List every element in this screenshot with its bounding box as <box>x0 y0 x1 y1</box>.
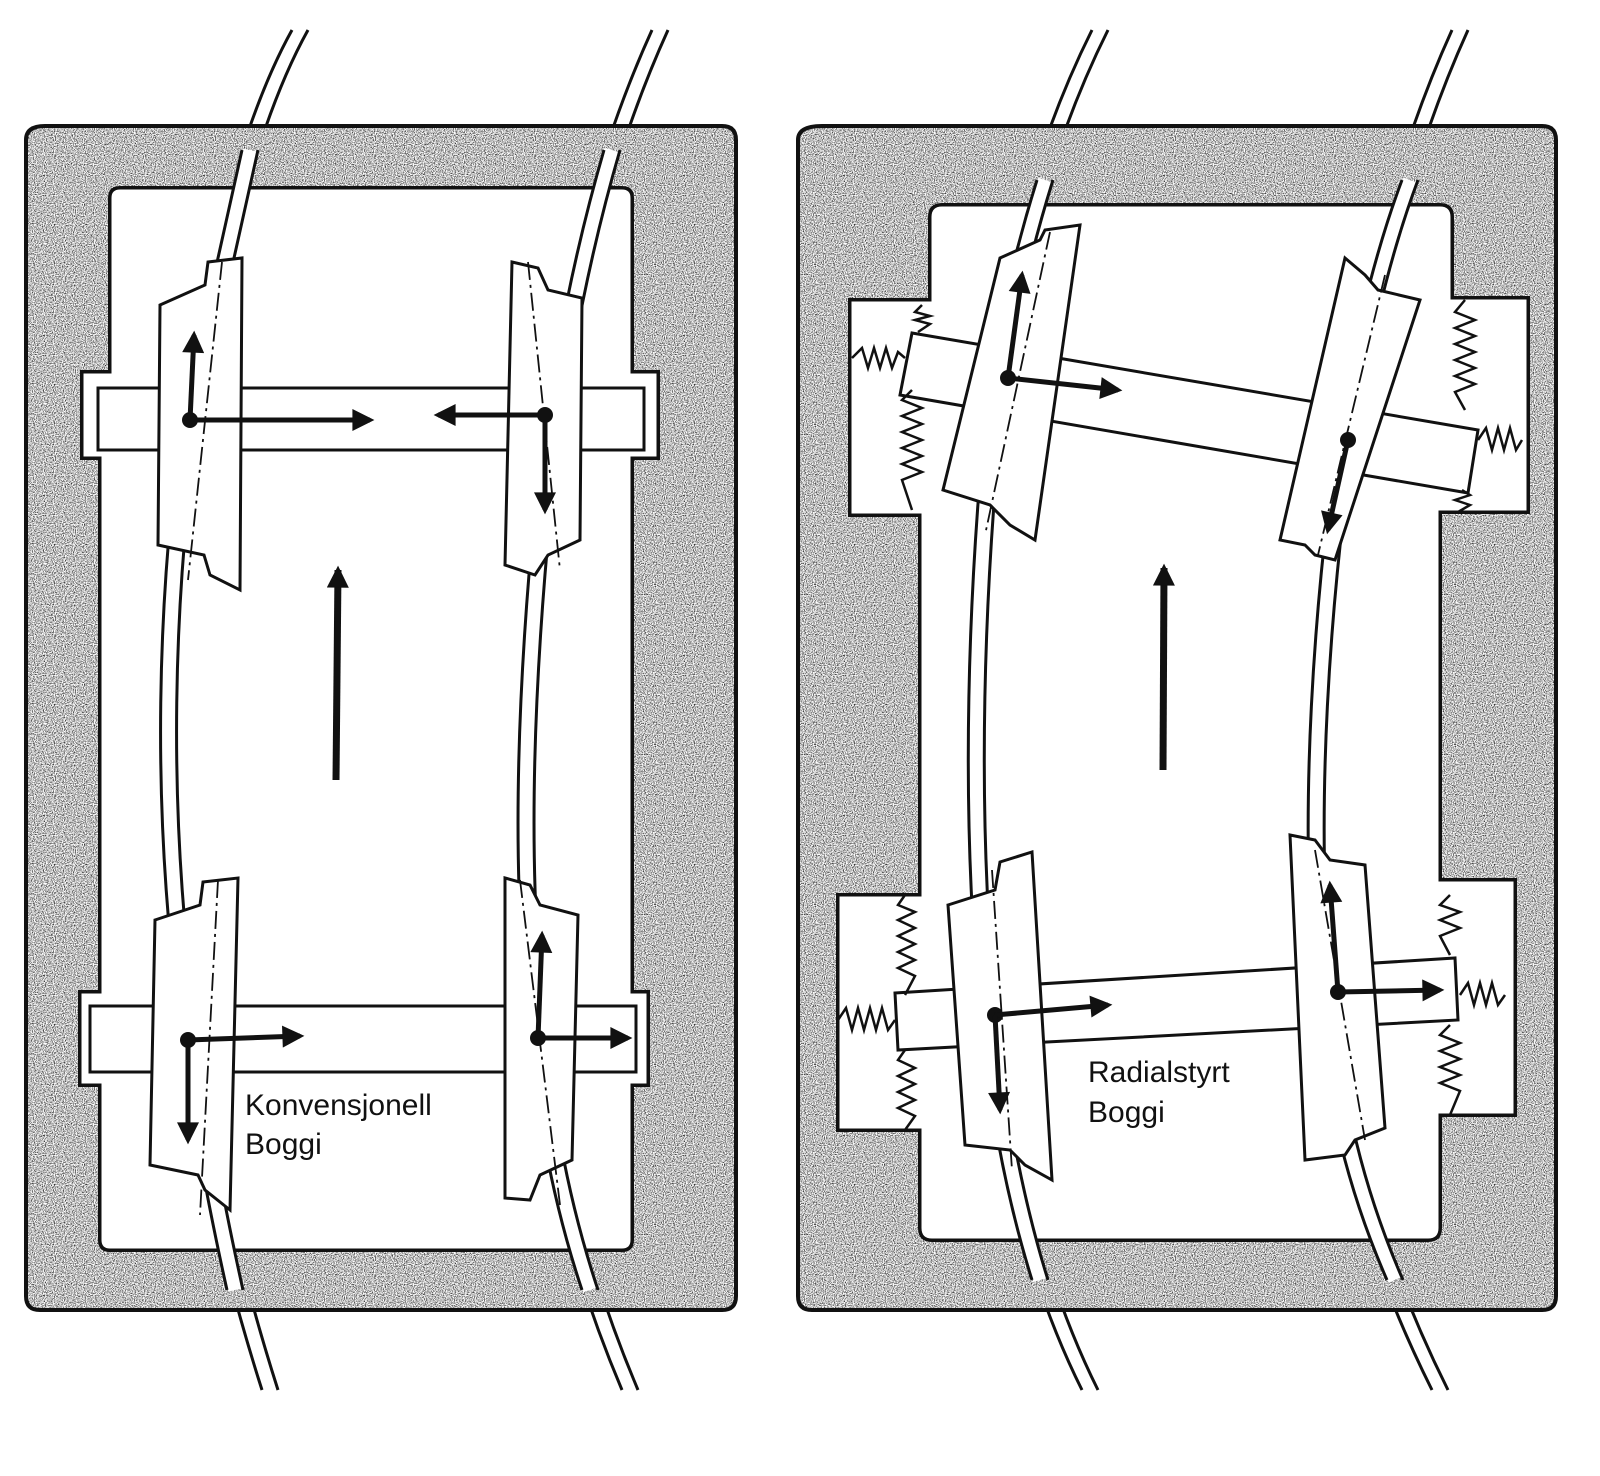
force-arrows-front-right <box>433 404 556 515</box>
force-arrows-rear-right-radial <box>1320 880 1445 1002</box>
centerline <box>527 261 561 571</box>
springs <box>836 299 1524 1131</box>
travel-direction-arrow <box>326 565 349 781</box>
radial-bogie-panel: Radialstyrt Boggi <box>796 26 1558 1394</box>
centerline <box>991 869 1013 1171</box>
centerline <box>199 879 219 1216</box>
conventional-bogie-panel: Konvensjonell Boggi <box>24 26 738 1393</box>
panel-label-line2-radial: Boggi <box>1088 1096 1165 1129</box>
centerline <box>984 231 1051 536</box>
force-arrows-rear-left-radial <box>987 995 1113 1115</box>
force-arrows-front-left-radial <box>1000 270 1123 400</box>
travel-direction-arrow-radial <box>1152 563 1175 771</box>
panel-label-line2: Boggi <box>245 1128 322 1161</box>
force-arrows-front-right-radial <box>1321 432 1356 535</box>
force-arrows-front-left <box>182 330 375 431</box>
panel-label-line1: Konvensjonell <box>245 1089 432 1122</box>
force-arrows-rear-right <box>530 930 633 1049</box>
wheel-front-right-radial <box>1278 255 1422 562</box>
wheel-front-left <box>156 256 244 593</box>
force-arrows-rear-left <box>177 1025 305 1145</box>
centerline <box>1317 274 1386 556</box>
panel-label-line1-radial: Radialstyrt <box>1088 1056 1230 1089</box>
